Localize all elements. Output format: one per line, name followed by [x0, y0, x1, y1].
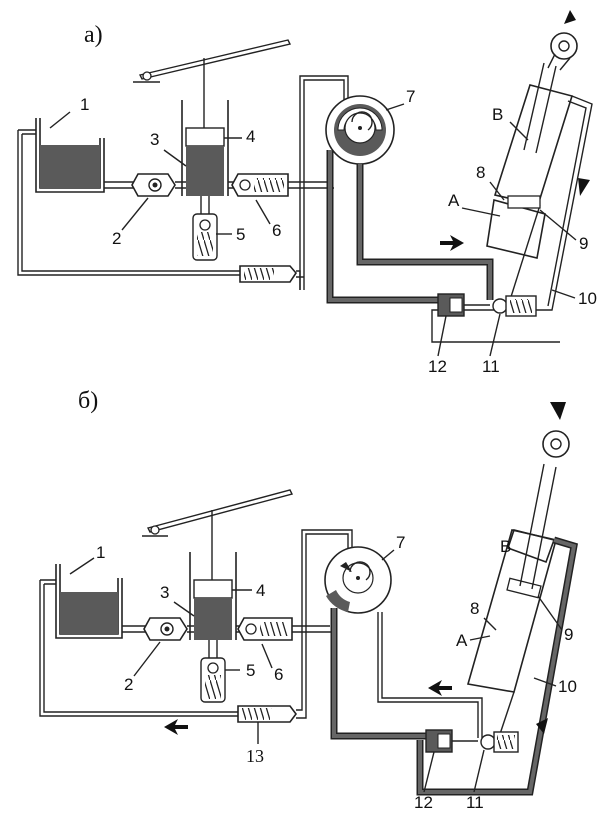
reservoir — [17, 118, 240, 276]
label-b-2: 2 — [124, 675, 133, 694]
label-b-5: 5 — [246, 661, 255, 680]
panel-b-title: б) — [78, 388, 98, 414]
panel-a-title: а) — [84, 22, 103, 48]
label-a-A: A — [448, 191, 460, 210]
label-a-12: 12 — [428, 357, 447, 376]
check-valve-6 — [228, 173, 289, 197]
check-valve-5 — [200, 640, 226, 703]
release-valve — [239, 265, 304, 290]
reservoir — [39, 564, 240, 717]
selector-valve-7 — [325, 95, 395, 165]
pump-cylinder — [187, 552, 237, 640]
label-b-13: 13 — [246, 746, 264, 766]
check-valve-2 — [143, 617, 188, 641]
label-a-5: 5 — [236, 225, 245, 244]
check-valve-11 — [452, 731, 519, 753]
label-b-6: 6 — [274, 665, 283, 684]
label-a-6: 6 — [272, 221, 281, 240]
panel-b: б) — [39, 388, 578, 812]
ram-cylinder — [466, 430, 570, 741]
label-b-1: 1 — [96, 543, 105, 562]
label-b-8: 8 — [470, 599, 479, 618]
pump-handle — [142, 489, 294, 580]
check-valve-11 — [464, 295, 537, 317]
label-b-9: 9 — [564, 625, 573, 644]
label-b-7: 7 — [396, 533, 405, 552]
label-a-7: 7 — [406, 87, 415, 106]
label-b-10: 10 — [558, 677, 577, 696]
check-valve-12 — [437, 293, 465, 317]
check-valve-5 — [192, 196, 218, 261]
check-valve-6 — [236, 617, 293, 641]
label-a-10: 10 — [578, 289, 597, 308]
label-a-4: 4 — [246, 127, 255, 146]
check-valve-2 — [131, 173, 176, 197]
label-b-3: 3 — [160, 583, 169, 602]
label-a-8: 8 — [476, 163, 485, 182]
label-b-12: 12 — [414, 793, 433, 812]
pump-handle — [133, 39, 292, 128]
label-b-11: 11 — [466, 793, 484, 812]
label-a-1: 1 — [80, 95, 89, 114]
release-valve-13 — [237, 705, 297, 744]
label-b-4: 4 — [256, 581, 265, 600]
pump-cylinder — [175, 100, 229, 196]
label-b-A: A — [456, 631, 468, 650]
label-a-9: 9 — [579, 234, 588, 253]
label-a-2: 2 — [112, 229, 121, 248]
selector-valve-7 — [324, 546, 392, 614]
label-b-B: B — [500, 537, 511, 556]
panel-a: а) — [17, 10, 597, 376]
ram-cylinder — [486, 32, 578, 301]
check-valve-12 — [425, 729, 453, 753]
label-a-11: 11 — [482, 357, 500, 376]
label-a-B: B — [492, 105, 503, 124]
label-a-3: 3 — [150, 130, 159, 149]
